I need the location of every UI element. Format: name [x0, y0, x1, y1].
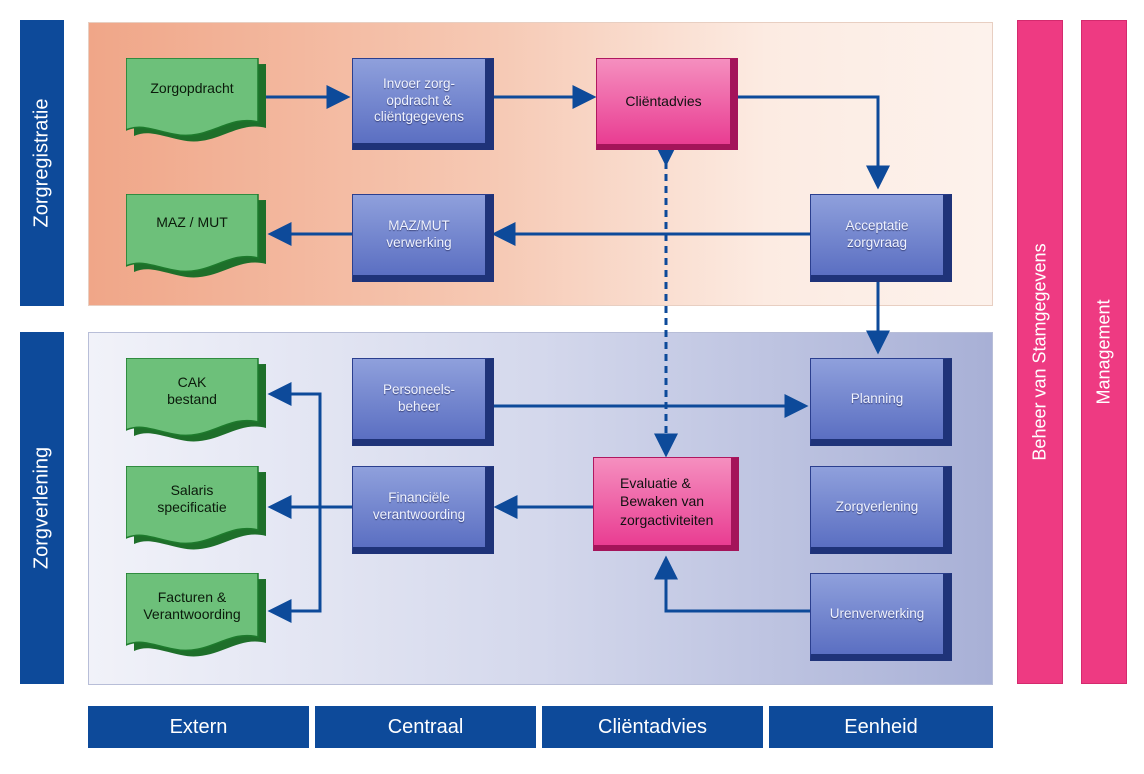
column-tab-clientadvies: Cliëntadvies — [542, 706, 763, 748]
process-zorgverlening: Zorgverlening — [810, 466, 952, 554]
process-urenverwerking: Urenverwerking — [810, 573, 952, 661]
process-planning: Planning — [810, 358, 952, 446]
document-facturen-label: Facturen & Verantwoording — [143, 588, 241, 623]
arrow-to-cak — [267, 382, 322, 507]
document-cak-bestand-label: CAK bestand — [167, 373, 217, 408]
stamgegevens-bar: Beheer van Stamgegevens — [1017, 20, 1063, 684]
document-zorgopdracht-label: Zorgopdracht — [150, 80, 234, 97]
process-acceptatie-zorgvraag: Acceptatie zorgvraag — [810, 194, 952, 282]
column-tab-centraal: Centraal — [315, 706, 536, 748]
arrow-clientadvies-acceptatie — [736, 95, 890, 190]
column-tab-eenheid: Eenheid — [769, 706, 993, 748]
lane-label-zorgverlening: Zorgverlening — [20, 332, 64, 684]
process-financiele-verantwoording: Financiële verantwoording — [352, 466, 494, 554]
arrow-urenverwerking-evaluatie — [654, 555, 810, 613]
process-maz-mut-verwerking: MAZ/MUT verwerking — [352, 194, 494, 282]
document-salaris-label: Salaris specificatie — [157, 481, 227, 516]
column-tab-extern: Extern — [88, 706, 309, 748]
lane-label-zorgregistratie: Zorgregistratie — [20, 20, 64, 306]
process-invoer-zorgopdracht: Invoer zorg- opdracht & cliëntgegevens — [352, 58, 494, 150]
management-bar: Management — [1081, 20, 1127, 684]
process-evaluatie-bewaken: Evaluatie & Bewaken van zorgactiviteiten — [593, 457, 739, 551]
process-clientadvies: Cliëntadvies — [596, 58, 738, 150]
document-maz-mut-label: MAZ / MUT — [156, 214, 228, 231]
process-personeelsbeheer: Personeels- beheer — [352, 358, 494, 446]
arrow-to-facturen — [267, 507, 322, 623]
